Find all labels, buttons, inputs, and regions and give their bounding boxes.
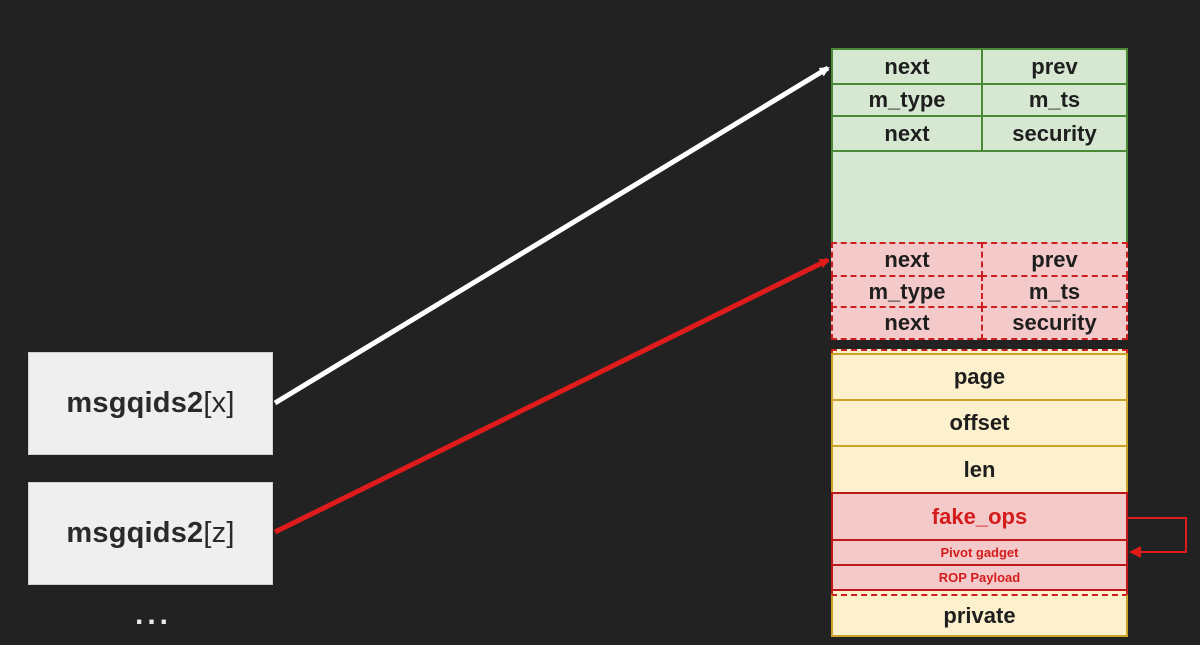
green-mtype-cell: m_type <box>831 83 983 117</box>
fake-ops-cell: fake_ops <box>831 492 1128 541</box>
red-arrow-z <box>273 257 830 535</box>
ellipsis: ... <box>135 598 173 631</box>
msgqids2-z-index: z <box>211 517 227 549</box>
green-security-cell: security <box>981 115 1128 152</box>
msgqids2-x-index: x <box>211 387 227 419</box>
msgqids2-x-name: msgqids2 <box>66 387 204 419</box>
green-next2-cell: next <box>831 115 983 152</box>
pipe-private-cell: private <box>831 594 1128 637</box>
rop-payload-cell: ROP Payload <box>831 564 1128 591</box>
white-arrow-x <box>273 65 830 406</box>
msgqids2-z-box: msgqids2[z] <box>28 482 273 585</box>
pipe-offset-cell: offset <box>831 399 1128 447</box>
pipe-page-cell: page <box>831 353 1128 401</box>
msgqids2-x-box: msgqids2[x] <box>28 352 273 455</box>
pipe-len-cell: len <box>831 445 1128 494</box>
pivot-gadget-cell: Pivot gadget <box>831 539 1128 566</box>
red-next2-cell: next <box>831 306 983 340</box>
fake-ops-loop-arrow <box>1127 517 1187 558</box>
red-mts-cell: m_ts <box>981 275 1128 308</box>
msgqids2-z-name: msgqids2 <box>66 517 204 549</box>
red-next-cell: next <box>831 242 983 277</box>
red-mtype-cell: m_type <box>831 275 983 308</box>
green-next-cell: next <box>831 48 983 85</box>
green-prev-cell: prev <box>981 48 1128 85</box>
red-security-cell: security <box>981 306 1128 340</box>
red-prev-cell: prev <box>981 242 1128 277</box>
green-mts-cell: m_ts <box>981 83 1128 117</box>
